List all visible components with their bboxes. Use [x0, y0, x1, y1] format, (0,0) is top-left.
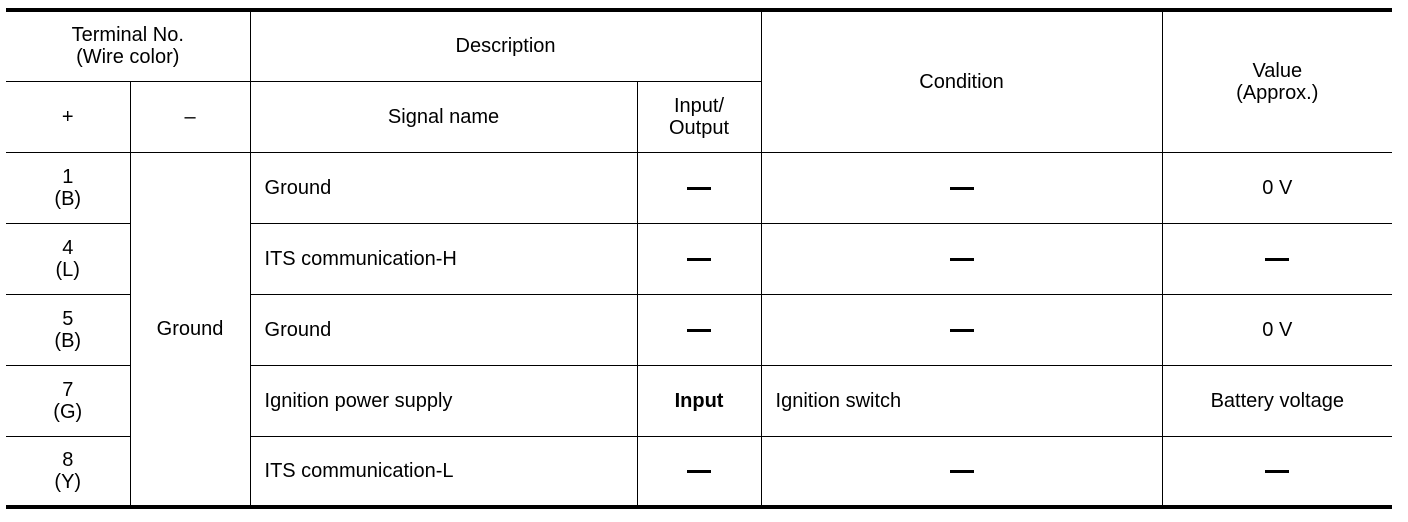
- header-value: Value (Approx.): [1161, 9, 1393, 153]
- io-cell: [636, 293, 762, 366]
- wire-color: (B): [54, 187, 82, 210]
- terminal-table-container: Terminal No. (Wire color) Description Co…: [6, 8, 1393, 509]
- header-minus: –: [129, 80, 251, 153]
- value-cell: 0 V: [1161, 293, 1393, 366]
- signal-name-cell: ITS communication-L: [249, 435, 638, 508]
- header-description: Description: [249, 9, 762, 82]
- table-row: 5 (B) Ground 0 V: [6, 293, 1393, 366]
- terminal-number: 4: [62, 236, 74, 259]
- dash-mark: [1265, 257, 1290, 261]
- io-cell: [636, 151, 762, 224]
- header-io-line2: Output: [669, 116, 730, 139]
- condition-cell: [760, 293, 1163, 366]
- io-cell: [636, 435, 762, 508]
- terminal-cell: 8 (Y): [6, 435, 131, 508]
- header-input-output: Input/ Output: [636, 80, 762, 153]
- terminal-number: 8: [62, 448, 74, 471]
- condition-cell: [760, 151, 1163, 224]
- ground-cell: Ground: [129, 151, 251, 508]
- terminal-number: 1: [62, 165, 74, 188]
- terminal-number: 5: [62, 307, 74, 330]
- terminal-number: 7: [62, 378, 74, 401]
- terminal-cell: 7 (G): [6, 364, 131, 437]
- wire-color: (G): [53, 400, 83, 423]
- dash-mark: [949, 469, 974, 473]
- signal-name-cell: Ground: [249, 293, 638, 366]
- signal-name-cell: ITS communication-H: [249, 222, 638, 295]
- header-value-label: Value: [1252, 59, 1303, 82]
- header-condition: Condition: [760, 9, 1163, 153]
- condition-cell: Ignition switch: [760, 364, 1163, 437]
- dash-mark: [949, 328, 974, 332]
- dash-mark: [687, 257, 712, 261]
- terminal-cell: 5 (B): [6, 293, 131, 366]
- header-row-1: Terminal No. (Wire color) Description Co…: [6, 9, 1393, 153]
- header-wire-color-label: (Wire color): [76, 46, 180, 69]
- condition-cell: [760, 222, 1163, 295]
- dash-mark: [949, 186, 974, 190]
- io-cell: [636, 222, 762, 295]
- value-cell: [1161, 435, 1393, 508]
- dash-mark: [1265, 469, 1290, 473]
- dash-mark: [687, 469, 712, 473]
- value-cell: [1161, 222, 1393, 295]
- table-row: 4 (L) ITS communication-H: [6, 222, 1393, 295]
- terminal-cell: 1 (B): [6, 151, 131, 224]
- table-row: 1 (B) Ground Ground 0 V: [6, 151, 1393, 508]
- io-cell: Input: [636, 364, 762, 437]
- header-signal-name: Signal name: [249, 80, 638, 153]
- wire-color: (Y): [54, 470, 82, 493]
- header-io-line1: Input/: [674, 94, 725, 117]
- value-cell: Battery voltage: [1161, 364, 1393, 437]
- signal-name-cell: Ground: [249, 151, 638, 224]
- table-row: 7 (G) Ignition power supply Input Igniti…: [6, 364, 1393, 437]
- header-terminal-label: Terminal No.: [71, 24, 184, 47]
- condition-cell: [760, 435, 1163, 508]
- header-approx-label: (Approx.): [1236, 81, 1319, 104]
- wire-color: (L): [55, 258, 80, 281]
- table-row: 8 (Y) ITS communication-L: [6, 435, 1393, 508]
- terminal-table: Terminal No. (Wire color) Description Co…: [6, 8, 1393, 509]
- wire-color: (B): [54, 329, 82, 352]
- dash-mark: [687, 328, 712, 332]
- signal-name-cell: Ignition power supply: [249, 364, 638, 437]
- dash-mark: [687, 186, 712, 190]
- value-cell: 0 V: [1161, 151, 1393, 224]
- dash-mark: [949, 257, 974, 261]
- terminal-cell: 4 (L): [6, 222, 131, 295]
- header-plus: +: [6, 80, 131, 153]
- header-terminal-no: Terminal No. (Wire color): [6, 9, 251, 82]
